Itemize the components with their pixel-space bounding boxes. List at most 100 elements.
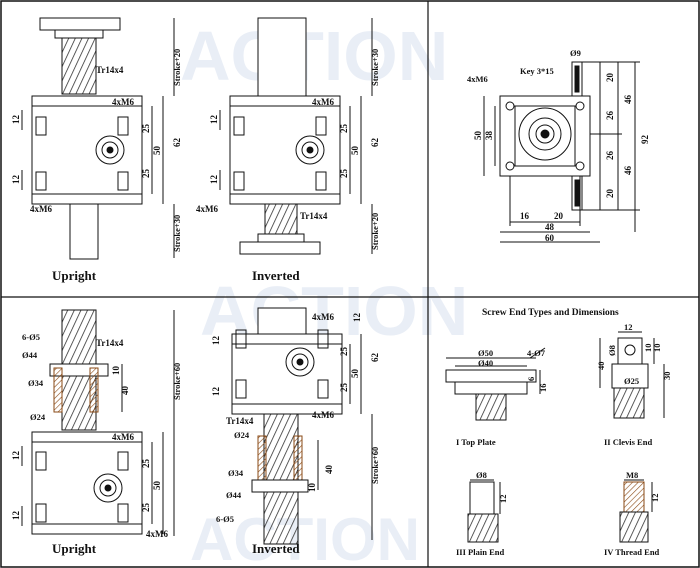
clevis-d25: Ø25 — [624, 376, 639, 386]
q3-inverted-dim-d: 25 — [339, 383, 349, 393]
q1-upright-dim-f: 62 — [172, 138, 182, 148]
q1-inverted-dim-f: 62 — [370, 138, 380, 148]
q3-upright-dim-e: 50 — [152, 481, 162, 491]
q3-inverted-dia24: Ø24 — [234, 430, 250, 440]
q2-key: Key 3*15 — [520, 66, 554, 76]
q3-upright-dim-c: 25 — [141, 459, 151, 469]
q3-upright-dim-a: 12 — [11, 451, 21, 461]
q1-upright-caption: Upright — [52, 268, 97, 283]
thread-m8: M8 — [626, 470, 638, 480]
top-plate-h16: 16 — [538, 384, 548, 393]
q3-inverted-holes-top: 4xM6 — [312, 312, 334, 322]
q3-inverted-dim-a-top: 12 — [352, 313, 362, 323]
watermark-text-bottom: ACTION — [190, 506, 420, 568]
thread-end: M8 12 IV Thread End — [604, 470, 660, 557]
q3-inverted-stroke: Stroke+60 — [370, 447, 380, 484]
q2-d16: 16 — [520, 211, 530, 221]
q1-upright-dim-c: 25 — [141, 124, 151, 134]
q2-holes: 4xM6 — [467, 74, 488, 84]
q3-upright-dim-b: 12 — [11, 511, 21, 521]
q2-d38: 38 — [484, 131, 494, 141]
q1-inverted-holes-bottom: 4xM6 — [196, 204, 218, 214]
q3-inverted-h40: 40 — [324, 465, 334, 475]
q2-dia9: Ø9 — [570, 48, 581, 58]
q4-title: Screw End Types and Dimensions — [482, 308, 619, 318]
top-plate-end: Ø50 Ø40 4-Ø7 6 16 I Top Plate — [445, 347, 548, 447]
q2-d48: 48 — [545, 222, 555, 232]
q1-inverted-stroke-bottom: Stroke+20 — [370, 213, 380, 250]
q3-upright-dia34: Ø34 — [28, 378, 44, 388]
q3-upright-caption: Upright — [52, 541, 97, 556]
q2-d46b: 46 — [623, 166, 633, 176]
clevis-h30: 30 — [662, 372, 672, 381]
q1-inverted-view: 4xM6 4xM6 Tr14x4 12 12 25 25 50 62 Strok… — [196, 17, 380, 283]
q4-screw-ends: Screw End Types and Dimensions Ø50 Ø40 4… — [445, 308, 672, 557]
clevis-caption: II Clevis End — [604, 437, 652, 447]
q3-upright-dim-d: 25 — [141, 503, 151, 513]
q1-inverted-dim-e: 50 — [350, 146, 360, 156]
thread-h12: 12 — [650, 494, 660, 503]
q3-inverted-view: 4xM6 4xM6 Tr14x4 Ø24 Ø34 Ø44 6-Ø5 10 40 … — [211, 307, 380, 556]
q1-upright-holes-bottom: 4xM6 — [30, 204, 52, 214]
q1-inverted-holes-top: 4xM6 — [312, 97, 334, 107]
q2-d26b: 26 — [605, 151, 615, 161]
q3-upright-dia24: Ø24 — [30, 412, 46, 422]
q1-upright-dim-e: 50 — [152, 146, 162, 156]
q1-upright-dim-b: 12 — [11, 175, 21, 185]
q1-inverted-dim-c: 25 — [339, 124, 349, 134]
q1-inverted-caption: Inverted — [252, 268, 300, 283]
q3-upright-holes-mid: 4xM6 — [112, 432, 134, 442]
clevis-h10a: 10 — [643, 344, 653, 353]
clevis-d8: Ø8 — [607, 345, 617, 356]
q1-upright-stroke-top: Stroke+20 — [172, 49, 182, 86]
q3-inverted-dim-a: 12 — [211, 336, 221, 346]
q1-upright-holes-top: 4xM6 — [112, 97, 134, 107]
q3-inverted-holes-bottom: 4xM6 — [312, 410, 334, 420]
q1-upright-view: Tr14x4 4xM6 4xM6 12 12 25 25 50 62 Strok… — [11, 17, 182, 283]
q1-upright-thread: Tr14x4 — [96, 65, 124, 75]
q3-upright-holes6: 6-Ø5 — [22, 332, 40, 342]
q3-inverted-dia44: Ø44 — [226, 490, 242, 500]
plain-end: Ø8 12 III Plain End — [456, 470, 508, 557]
q1-inverted-dim-b: 12 — [209, 175, 219, 185]
q2-top-view: Key 3*15 Ø9 4xM6 50 38 20 46 26 26 46 20… — [467, 48, 650, 243]
q1-inverted-thread: Tr14x4 — [300, 211, 328, 221]
watermark-text-top: ACTION — [180, 17, 448, 95]
plain-d8: Ø8 — [476, 470, 487, 480]
q1-inverted-dim-a: 12 — [209, 115, 219, 125]
q1-upright-dim-d: 25 — [141, 169, 151, 179]
plain-caption: III Plain End — [456, 547, 504, 557]
q1-upright-stroke-bottom: Stroke+30 — [172, 215, 182, 252]
top-plate-h6: 6 — [526, 377, 536, 381]
q3-inverted-holes6: 6-Ø5 — [216, 514, 234, 524]
q2-d50: 50 — [473, 131, 483, 141]
q2-d92: 92 — [640, 135, 650, 145]
q3-inverted-dim-e: 50 — [350, 369, 360, 379]
q3-upright-stroke: Stroke+60 — [172, 363, 182, 400]
q3-upright-dia44: Ø44 — [22, 350, 38, 360]
q3-inverted-thread: Tr14x4 — [226, 416, 254, 426]
q3-upright-view: 6-Ø5 Ø44 Ø34 Ø24 Tr14x4 10 40 4xM6 4xM6 … — [11, 309, 182, 556]
plain-h12: 12 — [498, 495, 508, 504]
q3-inverted-dim-c: 25 — [339, 347, 349, 357]
q1-upright-dim-a: 12 — [11, 115, 21, 125]
q3-upright-thread: Tr14x4 — [96, 338, 124, 348]
q3-inverted-dim-b: 12 — [211, 387, 221, 397]
watermark: ACTION ACTION ACTION — [180, 17, 468, 568]
top-plate-holes: 4-Ø7 — [527, 348, 546, 358]
q2-d26a: 26 — [605, 111, 615, 121]
top-plate-caption: I Top Plate — [456, 437, 496, 447]
clevis-h10b: 10 — [652, 344, 662, 353]
q3-inverted-dim-f: 62 — [370, 353, 380, 363]
q3-upright-h10: 10 — [111, 366, 121, 376]
q2-d20a: 20 — [605, 73, 615, 83]
clevis-w12: 12 — [624, 322, 633, 332]
clevis-h40: 40 — [596, 362, 606, 371]
q3-inverted-dia34: Ø34 — [228, 468, 244, 478]
thread-caption: IV Thread End — [604, 547, 660, 557]
top-plate-d40: Ø40 — [478, 358, 493, 368]
q3-inverted-h10: 10 — [307, 483, 317, 493]
top-plate-d50: Ø50 — [478, 348, 493, 358]
